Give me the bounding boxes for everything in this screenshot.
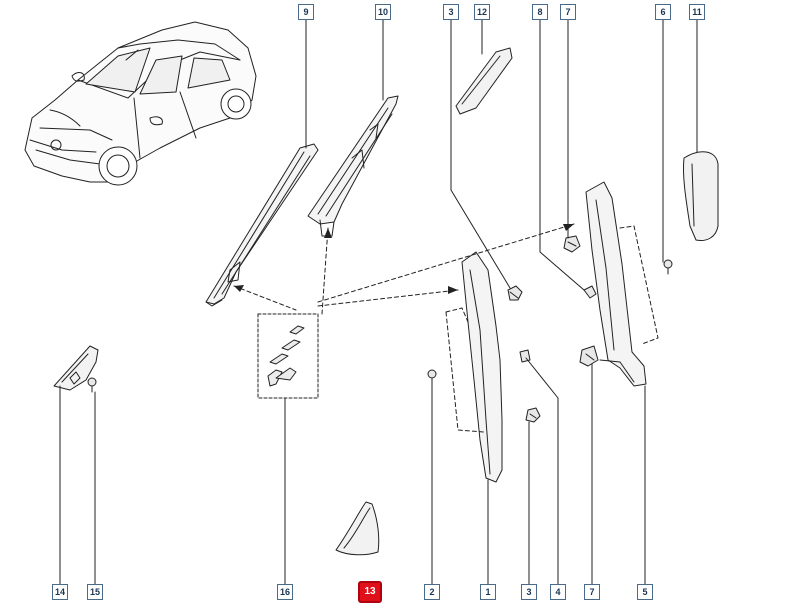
leader-lines [59, 19, 698, 585]
part-12-trim[interactable] [455, 47, 513, 115]
callout-6[interactable]: 6 [655, 4, 671, 20]
part-14-corner-trim[interactable] [53, 345, 99, 391]
part-13-triangle-trim[interactable] [335, 501, 380, 556]
callout-1[interactable]: 1 [480, 584, 496, 600]
callout-14[interactable]: 14 [52, 584, 68, 600]
callout-3-bottom[interactable]: 3 [521, 584, 537, 600]
callout-4[interactable]: 4 [550, 584, 566, 600]
clip-4[interactable] [519, 349, 531, 363]
part-11-cover[interactable] [682, 151, 719, 241]
part-9-pillar-trim[interactable] [205, 143, 319, 307]
callout-7-top[interactable]: 7 [560, 4, 576, 20]
assembly-outlines [233, 223, 659, 433]
screw-2[interactable] [427, 369, 437, 385]
assembly-arrows [234, 224, 574, 294]
part-10-pillar-trim[interactable] [307, 95, 399, 237]
callout-16[interactable]: 16 [277, 584, 293, 600]
part-5-pillar-trim[interactable] [585, 181, 647, 387]
part-1-pillar-trim[interactable] [461, 251, 503, 483]
callout-8[interactable]: 8 [532, 4, 548, 20]
callout-15[interactable]: 15 [87, 584, 103, 600]
clip-3-lower[interactable] [525, 407, 541, 423]
clip-8[interactable] [583, 285, 597, 299]
callout-13-highlighted[interactable]: 13 [358, 581, 382, 603]
clip-kit-16[interactable] [257, 313, 319, 399]
callout-5[interactable]: 5 [637, 584, 653, 600]
callout-10[interactable]: 10 [375, 4, 391, 20]
car-illustration [24, 21, 257, 186]
screw-15[interactable] [87, 377, 97, 393]
clip-7-upper[interactable] [563, 235, 581, 253]
callout-3-top[interactable]: 3 [443, 4, 459, 20]
clip-7-lower[interactable] [579, 345, 599, 367]
callout-2[interactable]: 2 [424, 584, 440, 600]
screw-6[interactable] [663, 259, 673, 275]
callout-9[interactable]: 9 [298, 4, 314, 20]
callout-7-bottom[interactable]: 7 [584, 584, 600, 600]
callout-11[interactable]: 11 [689, 4, 705, 20]
callout-12[interactable]: 12 [474, 4, 490, 20]
clip-3-upper[interactable] [507, 285, 523, 301]
